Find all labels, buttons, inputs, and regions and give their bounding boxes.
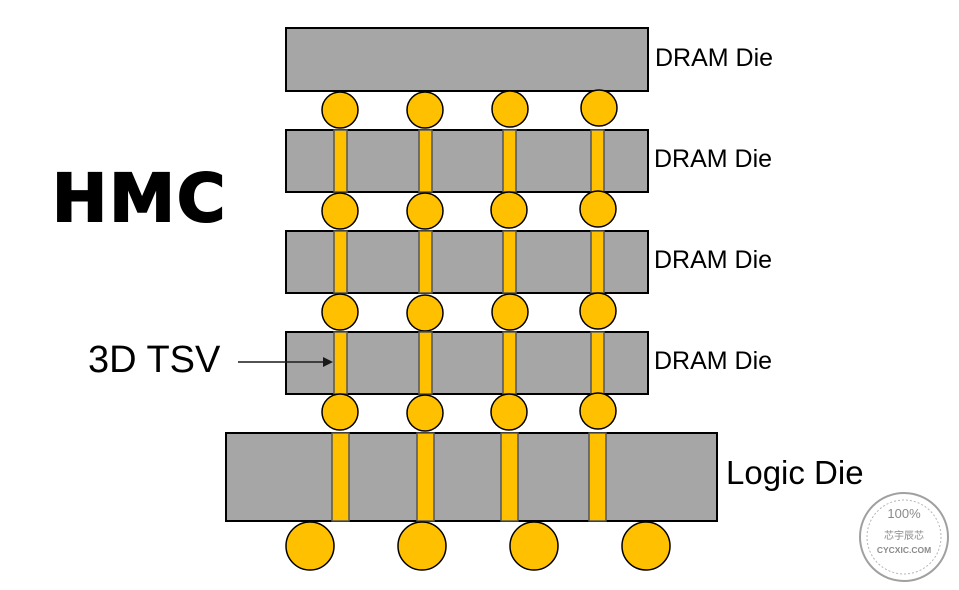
- tsv: [590, 129, 605, 193]
- solder-bump: [491, 90, 529, 128]
- tsv-row-2: [333, 129, 605, 193]
- solder-bump: [321, 192, 359, 230]
- solder-bump: [490, 393, 528, 431]
- tsv: [333, 129, 348, 193]
- solder-bump: [406, 294, 444, 332]
- solder-ball: [285, 521, 335, 571]
- solder-bump: [406, 91, 444, 129]
- solder-ball: [397, 521, 447, 571]
- tsv: [502, 331, 517, 395]
- solder-bump: [490, 191, 528, 229]
- dram-die-2-label: DRAM Die: [654, 145, 773, 173]
- tsv: [588, 432, 607, 522]
- dram-die-3-label: DRAM Die: [654, 246, 773, 274]
- tsv: [500, 432, 519, 522]
- tsv: [418, 230, 433, 294]
- tsv: [418, 331, 433, 395]
- tsv: [416, 432, 435, 522]
- tsv: [502, 230, 517, 294]
- tsv-row-3: [333, 230, 605, 294]
- tsv: [333, 230, 348, 294]
- tsv: [333, 331, 348, 395]
- solder-bump: [321, 293, 359, 331]
- bump-row-3: [321, 292, 617, 332]
- package-bumps: [285, 521, 671, 571]
- logic-die: [225, 432, 718, 522]
- bump-row-4: [321, 392, 617, 432]
- solder-bump: [406, 192, 444, 230]
- bump-row-2: [321, 190, 617, 230]
- watermark-seal: 100% 芯宇辰芯 CYCXIC.COM: [859, 492, 949, 582]
- bump-row-1: [321, 89, 618, 129]
- solder-bump: [579, 392, 617, 430]
- solder-bump: [580, 89, 618, 127]
- diagram-title: HMC: [51, 159, 228, 238]
- tsv-label: 3D TSV: [88, 339, 221, 381]
- solder-bump: [321, 393, 359, 431]
- solder-ball: [509, 521, 559, 571]
- dram-die-1: [285, 27, 649, 92]
- watermark-top-text: 100%: [887, 506, 921, 521]
- solder-bump: [579, 190, 617, 228]
- watermark-middle-text: 芯宇辰芯: [884, 529, 924, 542]
- solder-ball: [621, 521, 671, 571]
- tsv: [590, 331, 605, 395]
- solder-bump: [321, 91, 359, 129]
- solder-bump: [579, 292, 617, 330]
- tsv: [502, 129, 517, 193]
- tsv-row-logic: [331, 432, 607, 522]
- tsv: [590, 230, 605, 294]
- solder-bump: [406, 394, 444, 432]
- tsv-row-4: [333, 331, 605, 395]
- watermark-bottom-text: CYCXIC.COM: [877, 545, 931, 555]
- dram-die-4-label: DRAM Die: [654, 347, 773, 375]
- logic-die-label: Logic Die: [726, 454, 864, 491]
- dram-die-1-label: DRAM Die: [655, 44, 774, 72]
- tsv: [418, 129, 433, 193]
- tsv: [331, 432, 350, 522]
- solder-bump: [491, 293, 529, 331]
